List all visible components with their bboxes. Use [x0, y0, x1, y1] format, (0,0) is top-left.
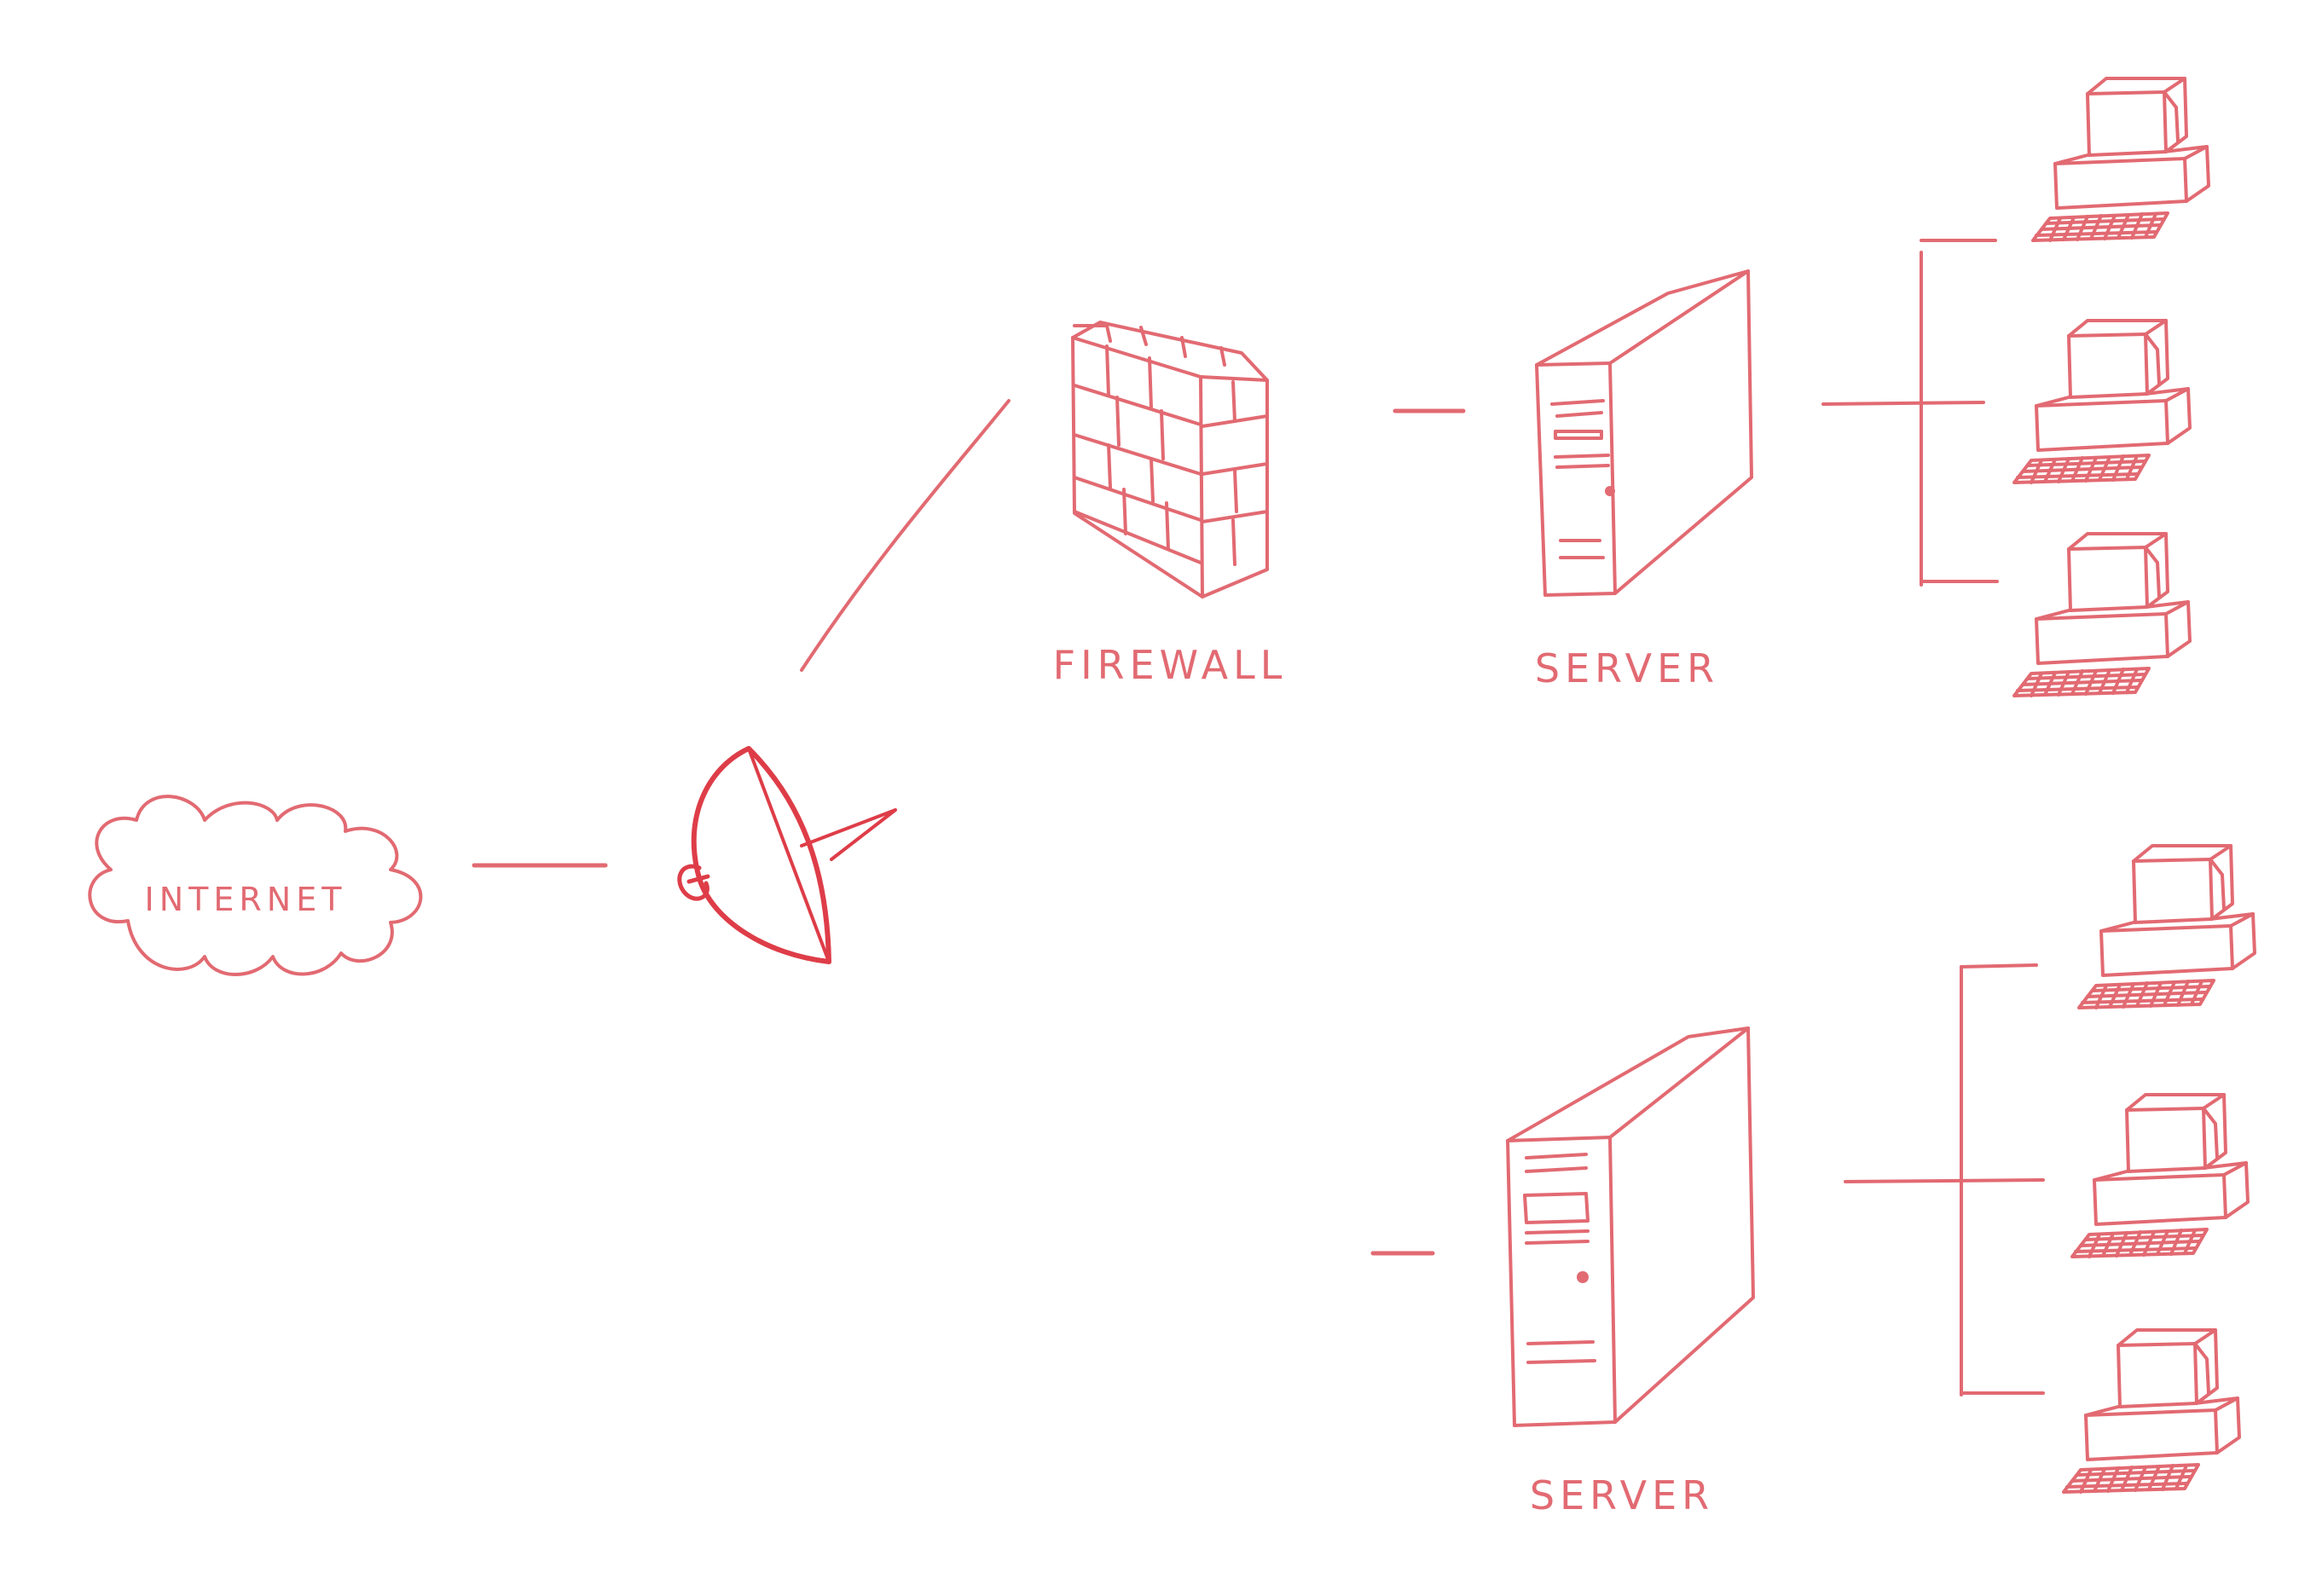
internet-node: INTERNET — [90, 796, 420, 974]
firewall-node: FIREWALL — [1053, 322, 1288, 688]
desktop-computer-icon — [2072, 1095, 2248, 1257]
server-tower-icon — [1537, 271, 1752, 595]
pc-4-node — [2079, 846, 2255, 1008]
satellite-dish-icon — [680, 749, 895, 962]
desktop-computer-icon — [2079, 846, 2255, 1008]
pc-3-node — [2014, 534, 2190, 696]
firewall-label: FIREWALL — [1053, 642, 1288, 688]
server-1-node: SERVER — [1535, 271, 1752, 691]
connector-satellite-firewall — [802, 401, 1009, 670]
server-2-node: SERVER — [1508, 1028, 1753, 1518]
bus-server-2 — [1845, 965, 2043, 1395]
pc-2-node — [2014, 321, 2190, 483]
satellite-node — [680, 749, 895, 962]
pc-1-node — [2033, 78, 2209, 240]
server-tower-icon — [1508, 1028, 1753, 1425]
internet-label: INTERNET — [145, 881, 347, 918]
desktop-computer-icon — [2014, 321, 2190, 483]
pc-6-node — [2064, 1330, 2239, 1492]
desktop-computer-icon — [2014, 534, 2190, 696]
desktop-computer-icon — [2064, 1330, 2239, 1492]
desktop-computer-icon — [2033, 78, 2209, 240]
pc-5-node — [2072, 1095, 2248, 1257]
brick-wall-icon — [1073, 322, 1267, 597]
bus-server-1 — [1823, 240, 1997, 585]
server-1-label: SERVER — [1535, 645, 1719, 691]
server-2-label: SERVER — [1530, 1472, 1714, 1518]
